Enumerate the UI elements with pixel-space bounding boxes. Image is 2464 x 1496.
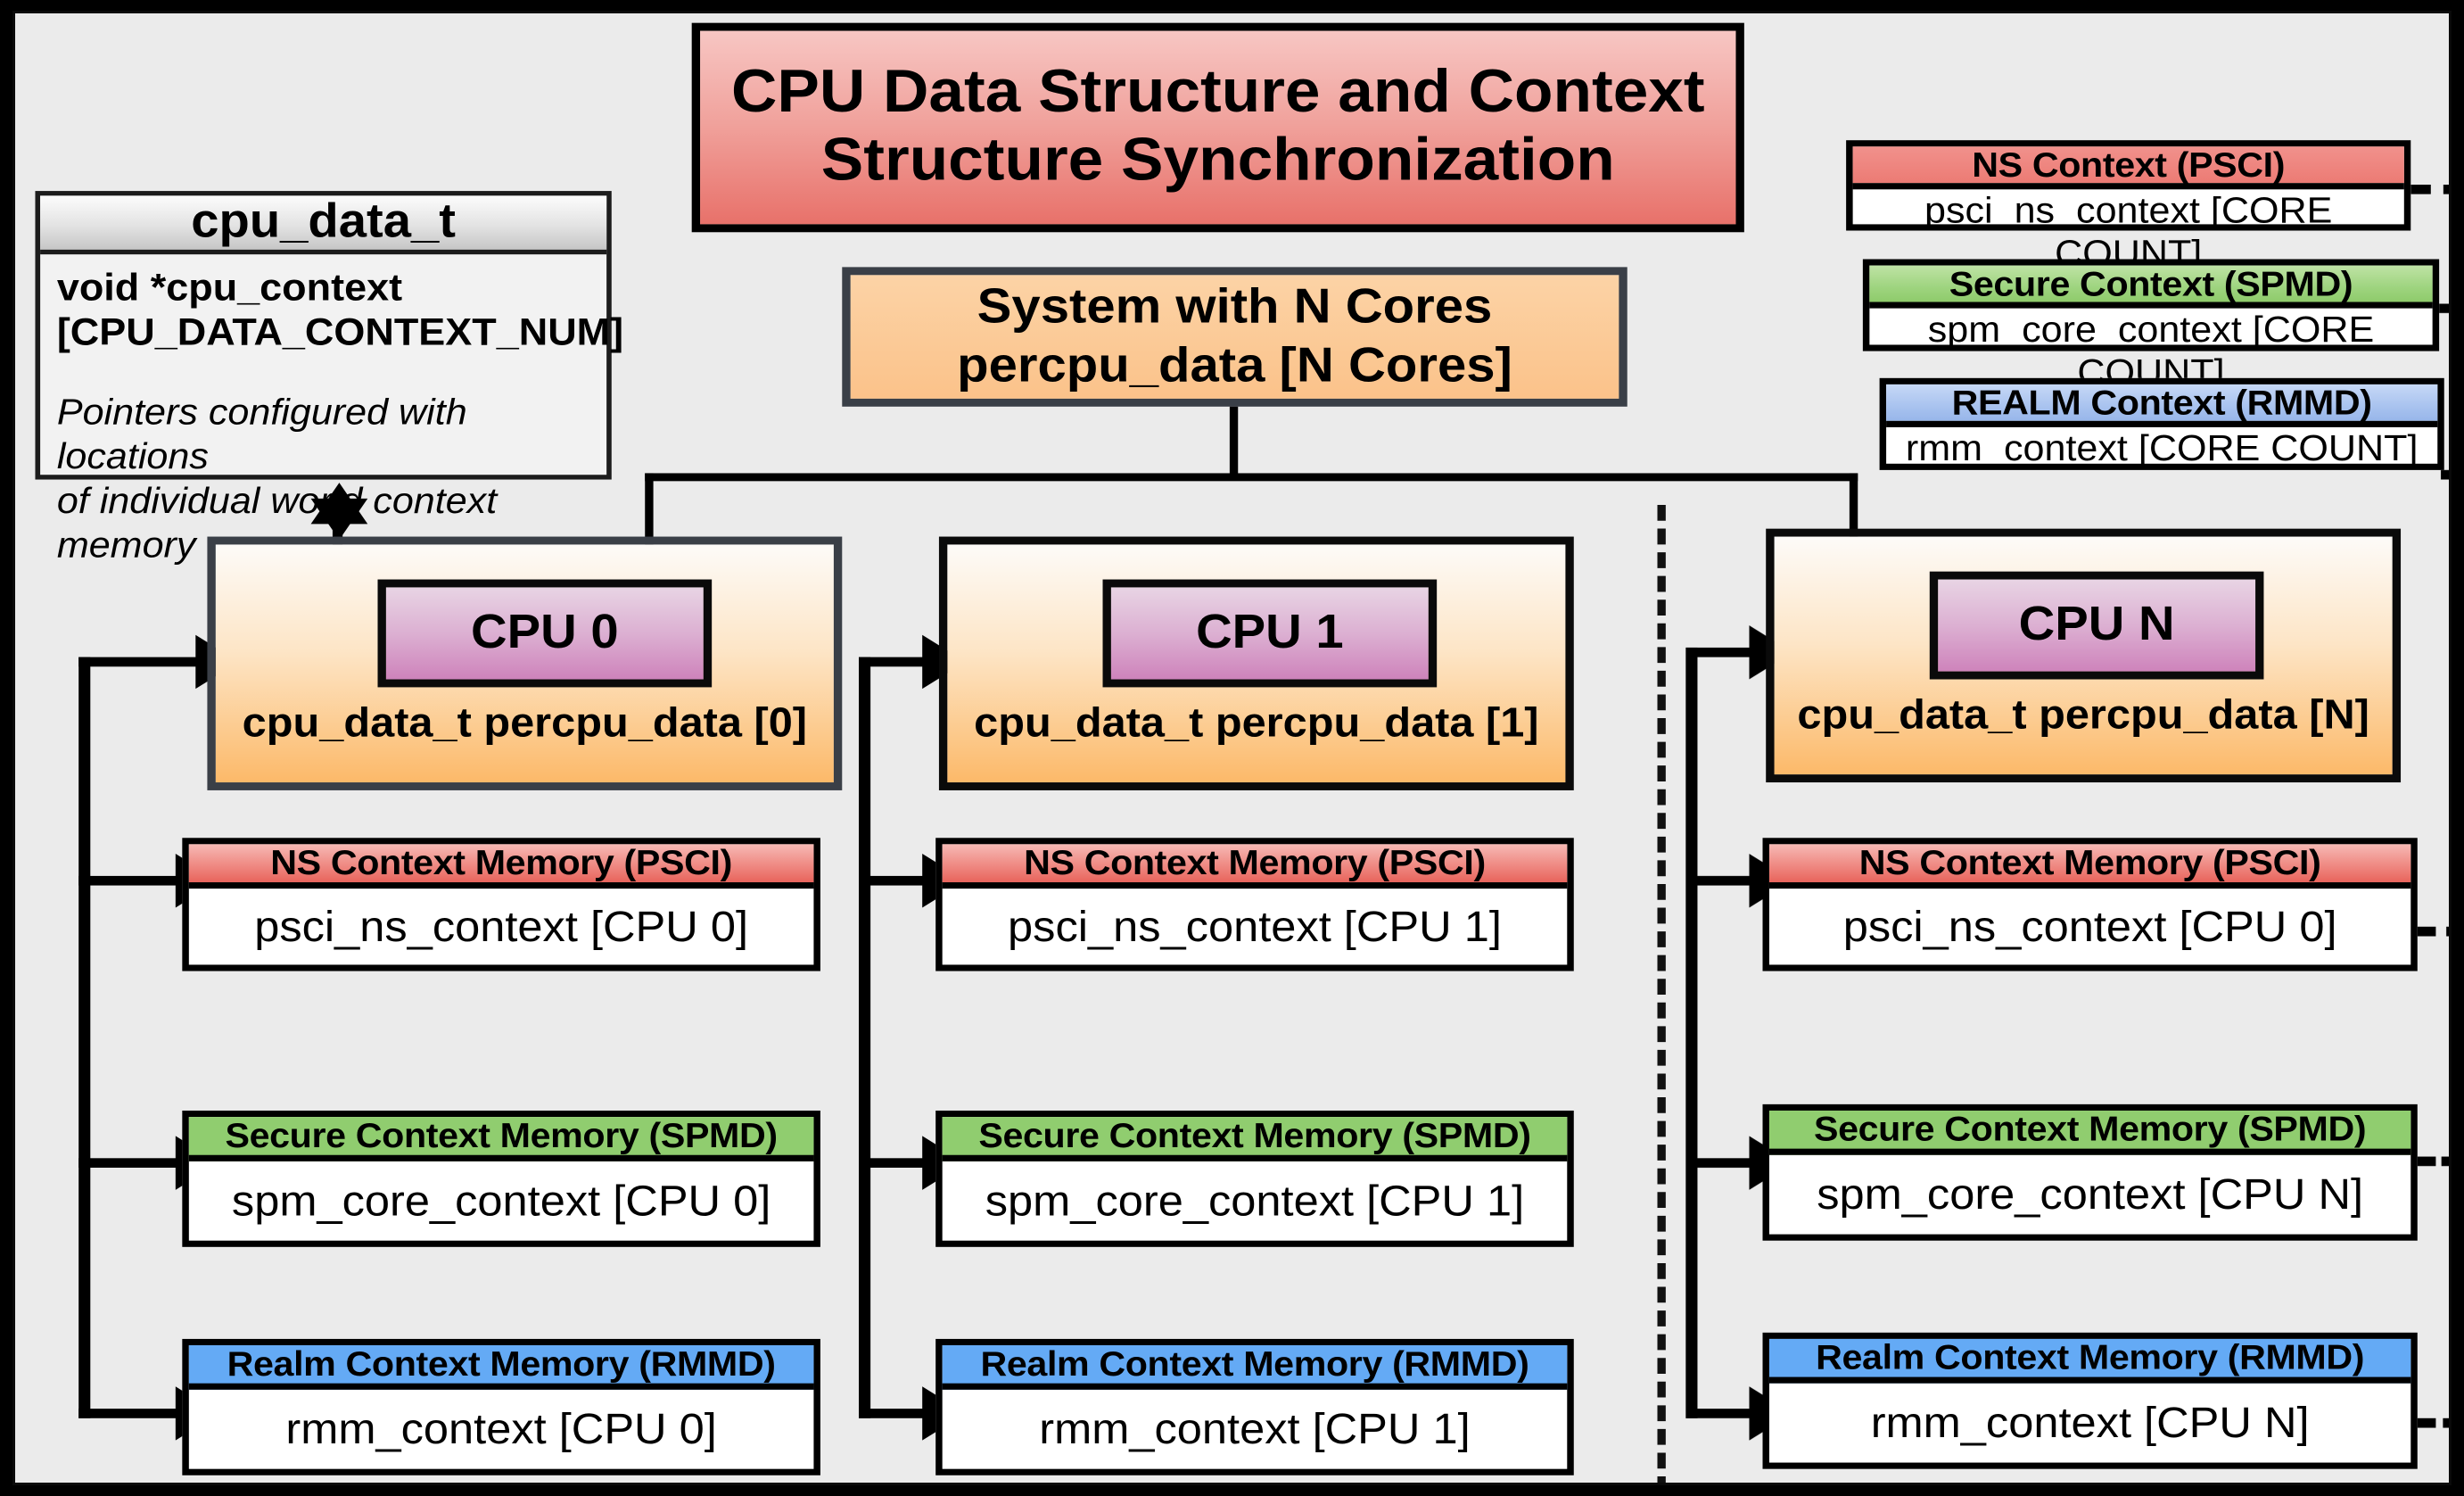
cpu0-context-secure-body: spm_core_context [CPU 0]: [231, 1176, 771, 1225]
cpu-panel-n: CPU N cpu_data_t percpu_data [N]: [1766, 528, 2402, 783]
system-line2: percpu_data [N Cores]: [957, 336, 1512, 393]
diagram-stage: CPU Data Structure and Context Structure…: [12, 11, 2452, 1485]
cpu0-spine-to-secure: [78, 1158, 186, 1168]
cpun-context-secure-body: spm_core_context [CPU N]: [1817, 1170, 2364, 1218]
system-branch-left-line: [645, 473, 654, 547]
cpu-panel-0: CPU 0 cpu_data_t percpu_data [0]: [207, 536, 843, 790]
global-realm-dashed-out: [2441, 469, 2449, 480]
cpu-data-t-struct-body: void *cpu_context [CPU_DATA_CONTEXT_NUM]…: [40, 254, 624, 573]
cpu1-context-realm: Realm Context Memory (RMMD) rmm_context …: [935, 1338, 1574, 1475]
cpu1-spine-to-realm: [859, 1409, 933, 1418]
cpu0-context-ns-header: NS Context Memory (PSCI): [188, 843, 814, 889]
cpu0-spine-to-realm: [78, 1409, 186, 1418]
diagram-title: CPU Data Structure and Context Structure…: [691, 22, 1744, 233]
cpu-data-t-note-line1: Pointers configured with locations: [56, 390, 467, 476]
cpu0-spine-to-ns: [78, 875, 186, 886]
column-separator-dashed-line: [1657, 505, 1666, 1483]
cpu-caption-1: cpu_data_t percpu_data [1]: [974, 698, 1539, 747]
cpu-chip-n-label: CPU N: [2018, 598, 2175, 651]
cpu1-context-realm-header: Realm Context Memory (RMMD): [942, 1343, 1568, 1390]
cpu-caption-0: cpu_data_t percpu_data [0]: [242, 698, 808, 747]
cpu0-context-realm: Realm Context Memory (RMMD) rmm_context …: [182, 1338, 820, 1475]
cpu-data-t-field-line2: [CPU_DATA_CONTEXT_NUM]: [56, 311, 624, 355]
global-realm-dashed-in: [2415, 1417, 2449, 1428]
cpun-spine-to-realm: [1685, 1409, 1759, 1418]
cpu-chip-1: CPU 1: [1102, 579, 1438, 688]
cpu0-context-secure-header: Secure Context Memory (SPMD): [188, 1115, 814, 1161]
cpun-context-ns-header: NS Context Memory (PSCI): [1768, 843, 2411, 889]
system-crossbar-line: [645, 473, 1858, 482]
cpu1-spine-to-secure: [859, 1158, 933, 1168]
cpu1-context-secure-header: Secure Context Memory (SPMD): [942, 1115, 1568, 1161]
global-context-realm-body: rmm_context [CORE COUNT]: [1905, 426, 2419, 469]
cpu-data-t-struct-box: cpu_data_t void *cpu_context [CPU_DATA_C…: [35, 191, 623, 565]
system-trunk-line: [1229, 406, 1239, 480]
struct-to-cpu0-arrow-down: [310, 498, 368, 541]
cpun-context-secure: Secure Context Memory (SPMD) spm_core_co…: [1762, 1103, 2418, 1241]
global-context-ns-header: NS Context (PSCI): [1852, 145, 2404, 190]
global-context-box-realm: REALM Context (RMMD) rmm_context [CORE C…: [1879, 377, 2444, 470]
cpu0-context-realm-body: rmm_context [CPU 0]: [285, 1404, 717, 1453]
cpu-data-t-note-line2: of individual world context memory: [56, 479, 498, 566]
cpu1-spine-to-ns: [859, 875, 933, 886]
diagram-title-text: CPU Data Structure and Context Structure…: [730, 60, 1705, 194]
cpun-context-secure-header: Secure Context Memory (SPMD): [1768, 1109, 2411, 1155]
cpu0-context-realm-header: Realm Context Memory (RMMD): [188, 1343, 814, 1390]
global-secure-dashed-in: [2415, 1156, 2449, 1167]
global-context-secure-header: Secure Context (SPMD): [1869, 263, 2433, 309]
cpu0-spine-to-panel: [78, 657, 206, 667]
global-secure-dashed-out: [2439, 303, 2449, 313]
cpu-data-t-struct-title: cpu_data_t: [40, 195, 607, 255]
cpu-chip-1-label: CPU 1: [1196, 606, 1344, 659]
cpun-spine-to-panel: [1685, 647, 1759, 657]
global-context-realm-header: REALM Context (RMMD): [1886, 382, 2438, 427]
cpun-spine-vertical: [1685, 647, 1698, 1418]
cpu1-context-ns-header: NS Context Memory (PSCI): [942, 843, 1568, 889]
cpun-context-realm: Realm Context Memory (RMMD) rmm_context …: [1762, 1332, 2418, 1469]
cpu0-context-secure: Secure Context Memory (SPMD) spm_core_co…: [182, 1110, 820, 1247]
cpun-context-ns: NS Context Memory (PSCI) psci_ns_context…: [1762, 838, 2418, 971]
cpu0-context-ns: NS Context Memory (PSCI) psci_ns_context…: [182, 838, 820, 971]
cpu-chip-n: CPU N: [1929, 571, 2264, 680]
global-context-box-ns: NS Context (PSCI) psci_ns_context [CORE …: [1846, 140, 2411, 273]
global-ns-dashed-out: [2410, 184, 2449, 194]
cpu0-context-ns-body: psci_ns_context [CPU 0]: [254, 902, 749, 950]
cpun-context-realm-header: Realm Context Memory (RMMD): [1768, 1337, 2411, 1384]
cpu1-context-realm-body: rmm_context [CPU 1]: [1039, 1404, 1471, 1453]
cpu1-spine-vertical: [859, 657, 871, 1418]
cpu-caption-n: cpu_data_t percpu_data [N]: [1797, 690, 2369, 739]
cpu-chip-0-label: CPU 0: [471, 606, 619, 659]
global-ns-dashed-in: [2415, 926, 2449, 937]
cpu1-context-secure: Secure Context Memory (SPMD) spm_core_co…: [935, 1110, 1574, 1247]
cpu1-context-ns: NS Context Memory (PSCI) psci_ns_context…: [935, 838, 1574, 971]
cpun-context-ns-body: psci_ns_context [CPU 0]: [1842, 902, 2337, 950]
cpu-data-t-field-line1: void *cpu_context: [56, 267, 403, 310]
system-line1: System with N Cores: [977, 278, 1493, 335]
cpu-panel-1: CPU 1 cpu_data_t percpu_data [1]: [938, 536, 1574, 790]
cpun-context-realm-body: rmm_context [CPU N]: [1870, 1398, 2310, 1446]
cpun-spine-to-secure: [1685, 1158, 1759, 1168]
cpu0-spine-vertical: [78, 657, 91, 1418]
system-branch-right-line: [1849, 473, 1858, 547]
cpu-chip-0: CPU 0: [377, 579, 713, 688]
cpu1-context-ns-body: psci_ns_context [CPU 1]: [1008, 902, 1502, 950]
cpu1-context-secure-body: spm_core_context [CPU 1]: [985, 1176, 1525, 1225]
system-box: System with N Cores percpu_data [N Cores…: [842, 267, 1628, 407]
global-context-box-secure: Secure Context (SPMD) spm_core_context […: [1862, 259, 2440, 393]
cpun-spine-to-ns: [1685, 875, 1759, 886]
cpu1-spine-to-panel: [859, 657, 933, 667]
